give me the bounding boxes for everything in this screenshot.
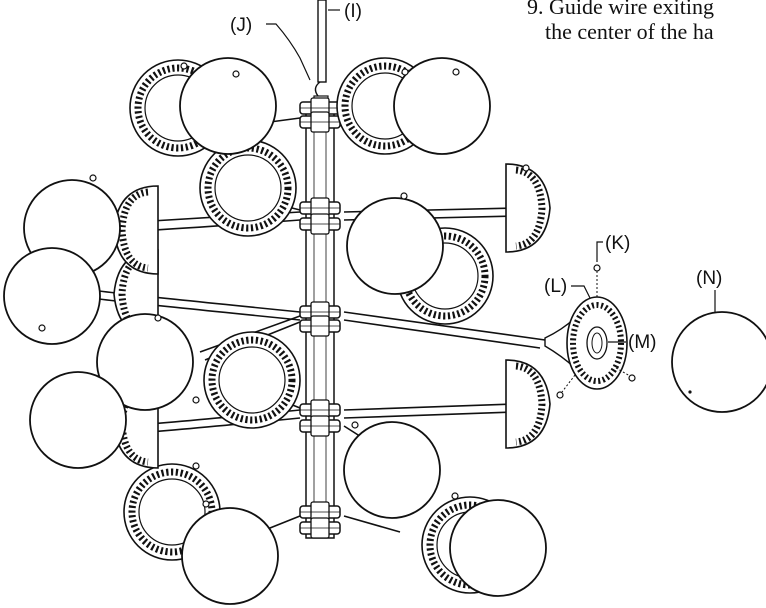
glass-globes <box>3 57 547 605</box>
label-l: (L) <box>544 276 567 297</box>
instruction-line-1: 9. Guide wire exiting <box>527 0 714 19</box>
label-m: (M) <box>628 332 656 353</box>
globe-n <box>671 311 766 413</box>
leader-lines <box>266 9 716 343</box>
central-rod <box>305 0 335 539</box>
label-i: (I) <box>344 1 362 22</box>
label-n: (N) <box>696 268 722 289</box>
exploded-shade-assembly <box>544 264 636 399</box>
label-k: (K) <box>605 233 630 254</box>
fastener-dots <box>38 62 530 508</box>
label-j: (J) <box>230 15 252 36</box>
instruction-line-2: the center of the ha <box>545 19 714 44</box>
